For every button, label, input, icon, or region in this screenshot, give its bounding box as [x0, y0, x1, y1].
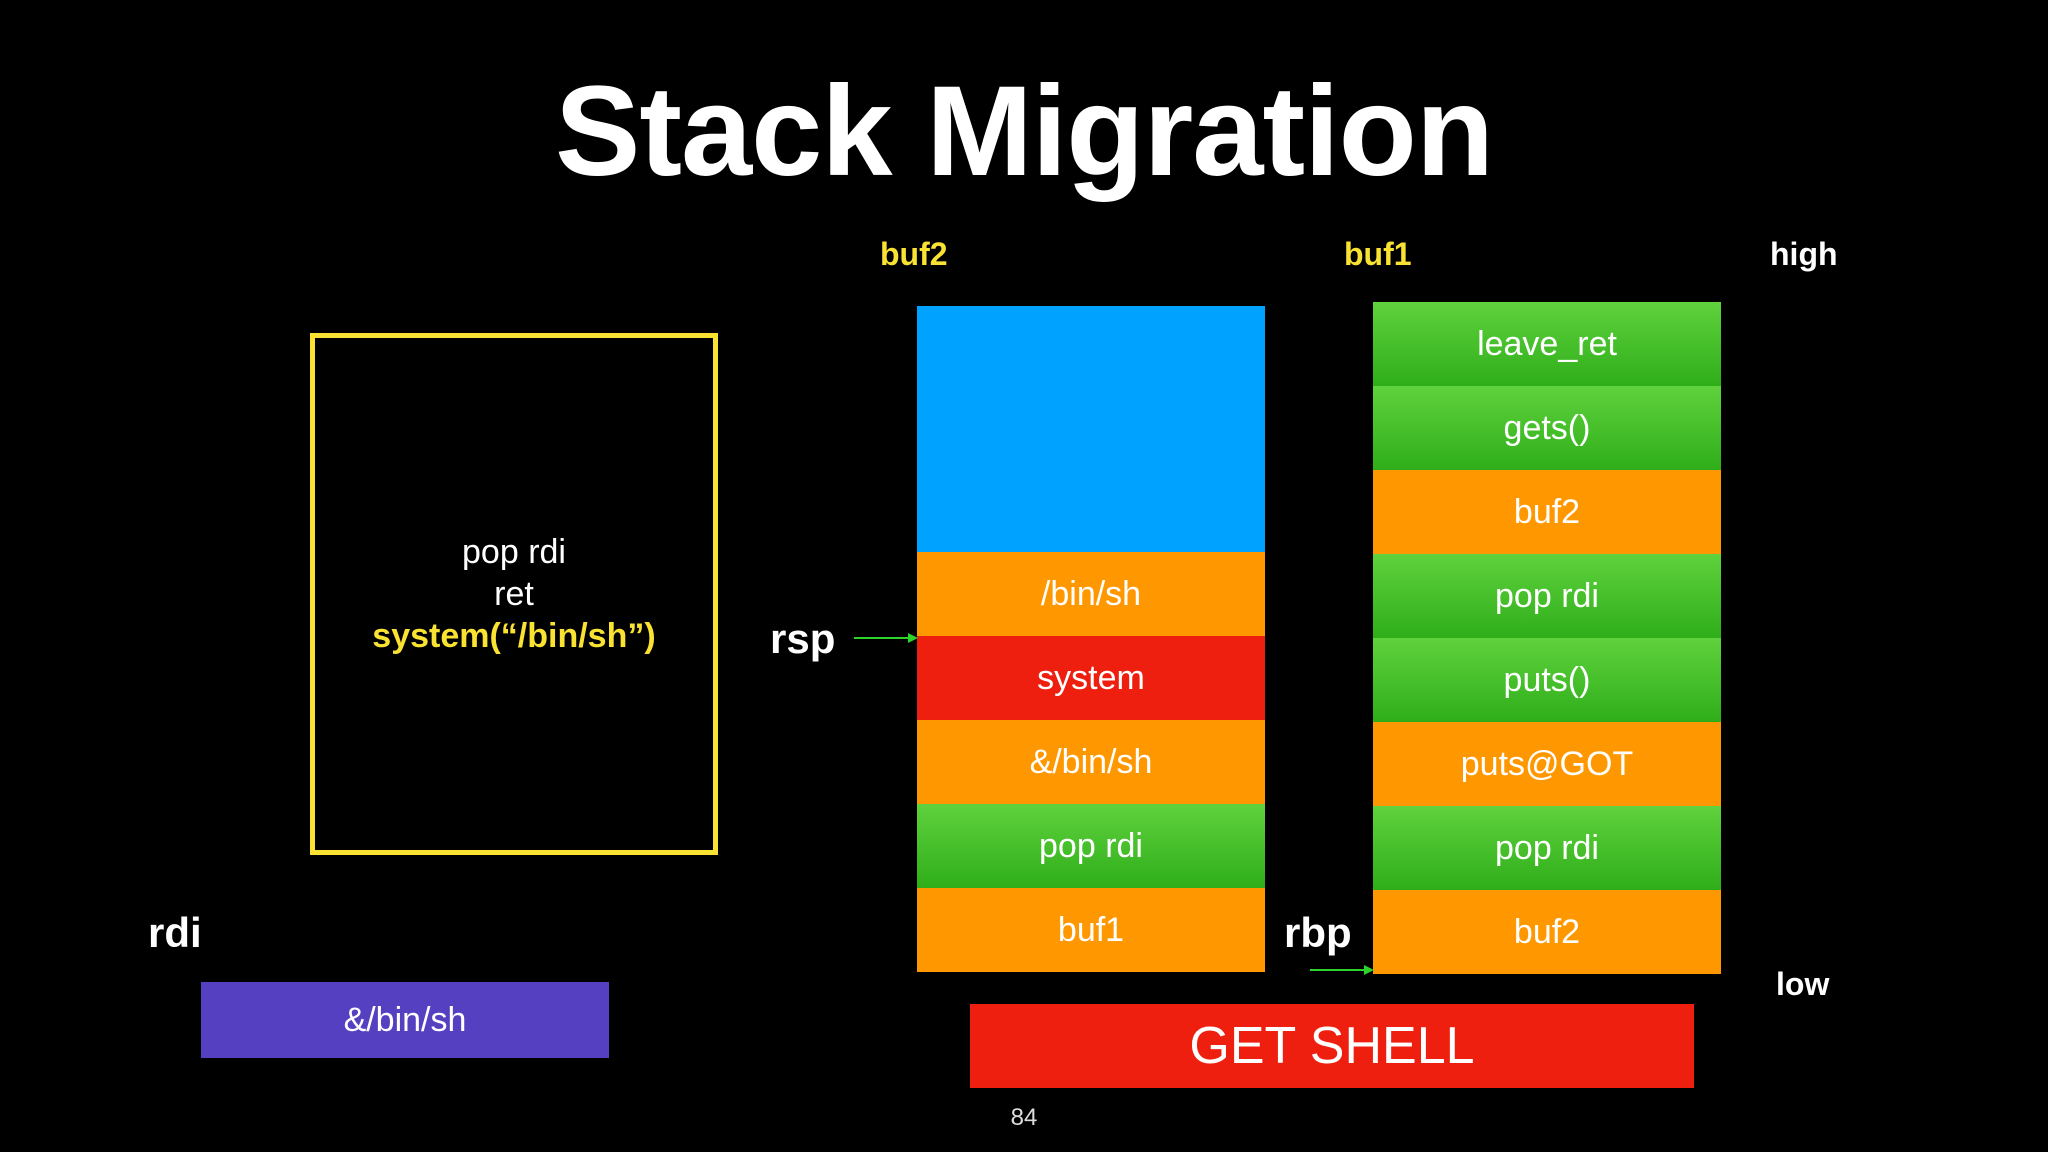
buf2-stack-empty-area [917, 306, 1265, 552]
buf2-stack: /bin/sh system &/bin/sh pop rdi buf1 [917, 306, 1265, 972]
buf1-slot-buf2-2: buf2 [1373, 890, 1721, 974]
rbp-arrow-icon [1310, 965, 1374, 975]
buf1-slot-gets: gets() [1373, 386, 1721, 470]
code-line-ret: ret [494, 575, 534, 613]
buf1-slot-puts: puts() [1373, 638, 1721, 722]
buf1-slot-leave-ret: leave_ret [1373, 302, 1721, 386]
high-label: high [1770, 236, 1838, 272]
rdi-register-label: rdi [148, 909, 202, 956]
rbp-register-label: rbp [1284, 909, 1352, 956]
rsp-arrow-icon [854, 633, 918, 643]
buf1-label: buf1 [1344, 236, 1412, 272]
buf2-slot-pop-rdi: pop rdi [917, 804, 1265, 888]
buf2-slot-buf1: buf1 [917, 888, 1265, 972]
get-shell-banner: GET SHELL [970, 1004, 1694, 1088]
buf2-label: buf2 [880, 236, 948, 272]
slide-title: Stack Migration [554, 60, 1494, 203]
buf2-slot-system: system [917, 636, 1265, 720]
buf1-slot-puts-got: puts@GOT [1373, 722, 1721, 806]
rsp-register-label: rsp [770, 615, 836, 662]
buf1-slot-buf2: buf2 [1373, 470, 1721, 554]
buf2-slot-bin-sh: /bin/sh [917, 552, 1265, 636]
buf1-stack: leave_ret gets() buf2 pop rdi puts() put… [1373, 302, 1721, 974]
buf2-slot-addr-bin-sh: &/bin/sh [917, 720, 1265, 804]
low-label: low [1776, 966, 1830, 1002]
buf1-slot-pop-rdi: pop rdi [1373, 554, 1721, 638]
gadget-code-box: pop rdi ret system(“/bin/sh”) [310, 333, 718, 855]
buf1-slot-pop-rdi-2: pop rdi [1373, 806, 1721, 890]
code-line-pop-rdi: pop rdi [462, 533, 566, 571]
rdi-value-box: &/bin/sh [201, 982, 609, 1058]
page-number: 84 [1010, 1104, 1038, 1131]
code-line-system: system(“/bin/sh”) [372, 617, 656, 655]
